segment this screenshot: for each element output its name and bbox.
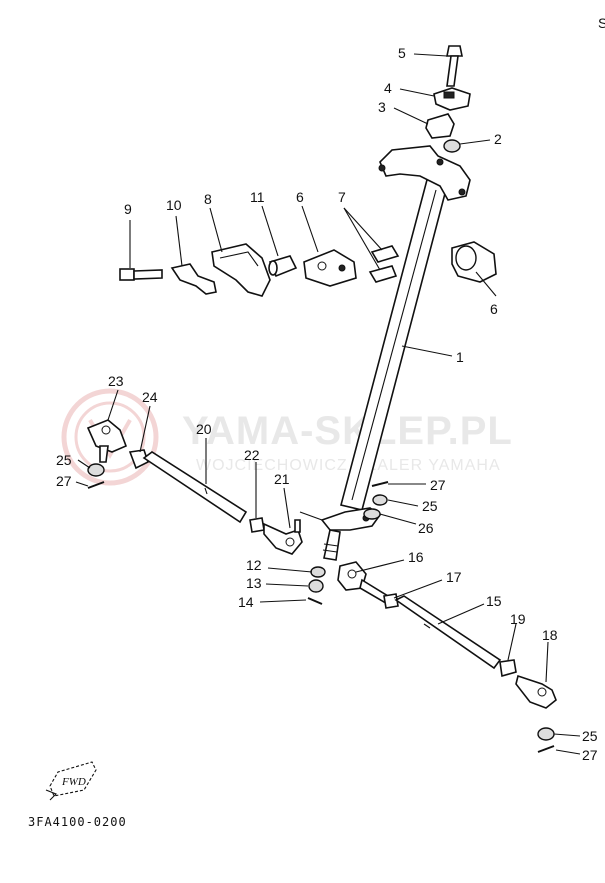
steering-column [320, 145, 471, 561]
callout-20: 20 [196, 421, 212, 437]
diagram-code: 3FA4100-0200 [28, 815, 127, 829]
middle-small-parts [119, 241, 497, 297]
callout-7: 7 [338, 189, 346, 205]
callout-10: 10 [166, 197, 182, 213]
center-hardware [307, 566, 326, 605]
watermark: YAMA-SKLEP.PL WOJCIECHOWICZ DEALER YAMAH… [61, 388, 513, 486]
callout-22: 22 [244, 447, 260, 463]
callout-14: 14 [238, 594, 254, 610]
callout-5: 5 [398, 45, 406, 61]
callout-27-left: 27 [56, 473, 72, 489]
callout-23: 23 [108, 373, 124, 389]
callout-6-left: 6 [296, 189, 304, 205]
fwd-marker: FWD [45, 761, 97, 801]
callout-12: 12 [246, 557, 262, 573]
callout-8: 8 [204, 191, 212, 207]
watermark-logo [61, 388, 159, 486]
callout-9: 9 [124, 201, 132, 217]
callout-2: 2 [494, 131, 502, 147]
callout-25-right: 25 [582, 728, 598, 744]
callout-21: 21 [274, 471, 290, 487]
callouts: 5 4 3 2 9 10 8 11 6 7 6 1 23 24 25 27 20… [56, 45, 598, 763]
callout-1: 1 [456, 349, 464, 365]
left-tie-rod [86, 419, 303, 555]
callout-16: 16 [408, 549, 424, 565]
callout-11: 11 [250, 189, 265, 205]
leader-lines [75, 53, 581, 755]
callout-6-right: 6 [490, 301, 498, 317]
fwd-label: FWD [61, 776, 86, 788]
callout-19: 19 [510, 611, 526, 627]
callout-24: 24 [142, 389, 158, 405]
callout-27-center: 27 [430, 477, 446, 493]
watermark-dealer-text: WOJCIECHOWICZ DEALER YAMAHA [196, 457, 501, 474]
right-tie-rod [337, 561, 557, 753]
callout-25-left: 25 [56, 452, 72, 468]
callout-3: 3 [378, 99, 386, 115]
callout-4: 4 [384, 80, 392, 96]
callout-27-right: 27 [582, 747, 598, 763]
callout-25-center: 25 [422, 498, 438, 514]
top-fasteners [425, 45, 471, 153]
callout-15: 15 [486, 593, 502, 609]
callout-13: 13 [246, 575, 262, 591]
callout-26: 26 [418, 520, 434, 536]
corner-letter: S [598, 15, 605, 31]
callout-18: 18 [542, 627, 558, 643]
callout-17: 17 [446, 569, 462, 585]
watermark-site-text: YAMA-SKLEP.PL [182, 409, 513, 453]
